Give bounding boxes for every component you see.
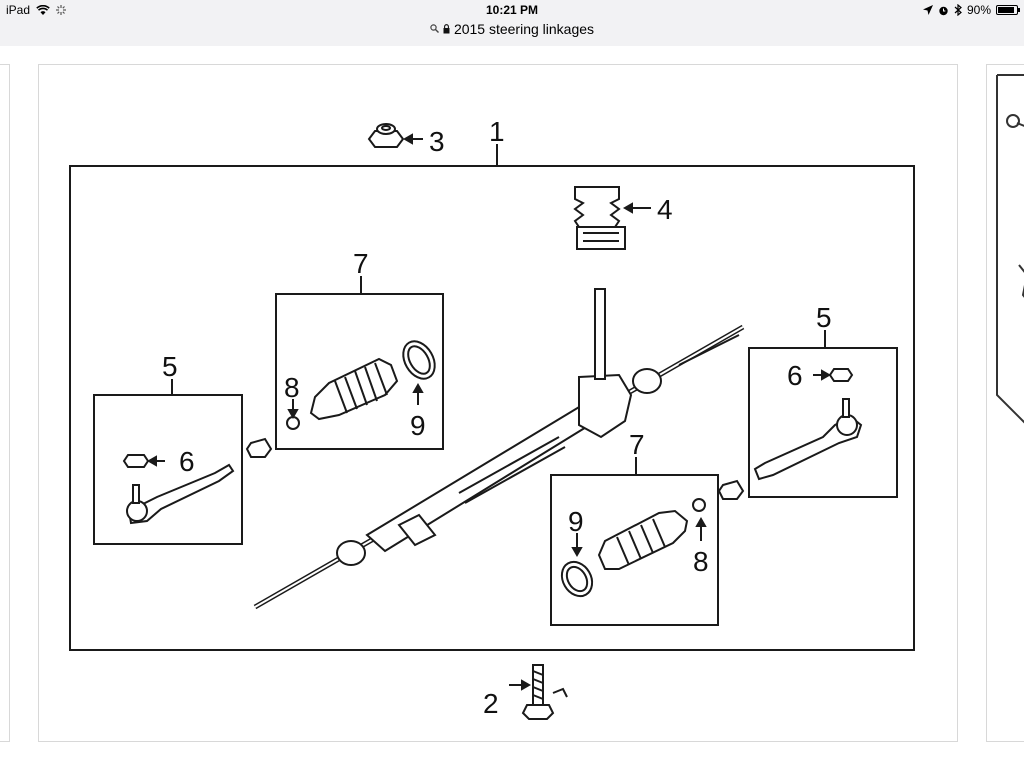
search-icon — [430, 24, 439, 33]
tie-rod-box-left — [93, 394, 243, 545]
clamp-ring-bottom — [560, 560, 594, 598]
nut-right — [828, 368, 854, 382]
small-clamp-bottom — [692, 498, 706, 512]
steering-linkage-diagram: 1 2 3 4 5 5 6 6 7 7 8 8 9 9 — [69, 116, 915, 720]
address-inner[interactable]: 2015 steering linkages — [430, 21, 594, 37]
lock-icon — [443, 23, 450, 33]
next-image-card[interactable] — [986, 64, 1024, 742]
tie-rod-end-left — [126, 463, 235, 525]
page-title: 2015 steering linkages — [453, 20, 595, 37]
status-time: 10:21 PM — [485, 3, 539, 17]
callout-1: 1 — [489, 116, 505, 147]
battery-percent: 90% — [966, 3, 991, 17]
callout-9-top: 9 — [410, 410, 426, 441]
callout-6-right: 6 — [787, 360, 803, 391]
callout-9-bottom: 9 — [568, 506, 584, 537]
wifi-icon — [36, 4, 50, 15]
callout-5-right: 5 — [816, 302, 832, 333]
steering-rack — [253, 288, 745, 610]
bushing-part — [573, 186, 626, 250]
callout-5-left: 5 — [162, 351, 178, 382]
battery-fill — [998, 7, 1015, 13]
boot-part-top — [309, 357, 399, 421]
location-icon — [922, 5, 933, 15]
callout-6-left: 6 — [179, 446, 195, 477]
next-image-preview — [996, 74, 1024, 424]
bluetooth-icon — [954, 4, 962, 16]
status-right: 90% — [922, 3, 1020, 17]
callout-4: 4 — [657, 194, 673, 225]
alarm-icon — [939, 6, 948, 15]
bolt-part — [521, 664, 568, 720]
tie-rod-box-right — [748, 347, 898, 498]
page-area[interactable]: 1 2 3 4 5 5 6 6 7 7 8 8 9 9 — [0, 46, 1024, 768]
battery-icon — [996, 5, 1020, 15]
nut-part — [367, 123, 405, 148]
address-bar[interactable]: 2015 steering linkages — [0, 20, 1024, 42]
assembly-frame — [69, 165, 915, 651]
status-bar: iPad 10:21 PM 90% — [0, 0, 1024, 20]
callout-7-top: 7 — [353, 248, 369, 279]
nut-left — [122, 454, 150, 468]
jam-nut-left — [245, 437, 273, 458]
prev-image-card[interactable] — [0, 64, 10, 742]
callout-3: 3 — [429, 126, 445, 157]
main-image-card[interactable]: 1 2 3 4 5 5 6 6 7 7 8 8 9 9 — [38, 64, 958, 742]
callout-8-top: 8 — [284, 372, 300, 403]
device-name: iPad — [6, 3, 31, 17]
callout-7-bottom: 7 — [629, 429, 645, 460]
callout-2: 2 — [483, 688, 499, 719]
clamp-ring-top — [402, 340, 436, 380]
boot-kit-box-top — [275, 293, 444, 450]
status-left: iPad — [6, 3, 67, 17]
callout-8-bottom: 8 — [693, 546, 709, 577]
boot-kit-box-bottom — [550, 474, 719, 626]
activity-icon — [56, 5, 67, 15]
boot-part-bottom — [597, 509, 689, 570]
tie-rod-end-right — [753, 398, 863, 481]
jam-nut-right — [717, 479, 745, 500]
